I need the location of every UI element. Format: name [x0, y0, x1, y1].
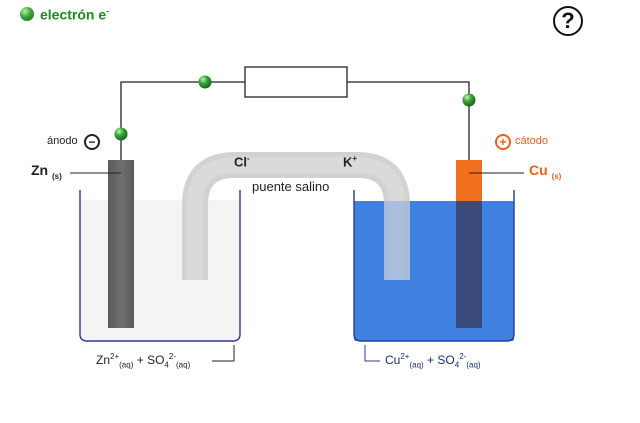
chloride-ion-label: Cl- — [234, 154, 250, 170]
copper-electrode-submerged — [456, 201, 482, 328]
copper-label: Cu (s) — [529, 162, 562, 181]
cathode-beaker — [353, 190, 515, 342]
potassium-ion-label: K+ — [343, 154, 358, 170]
resistor — [244, 66, 348, 98]
minus-sign-icon: − — [84, 134, 100, 150]
cathode-label: cátodo — [515, 135, 549, 147]
anode-solution-formula: Zn2+(aq) + SO42-(aq) — [96, 352, 191, 370]
anode-label: ánodo — [47, 135, 78, 147]
electron-ball — [114, 127, 128, 141]
zinc-sulfate-solution — [80, 200, 240, 340]
legend: electrón e- — [20, 5, 109, 23]
copper-sulfate-solution — [354, 201, 514, 341]
zinc-electrode — [108, 160, 134, 328]
salt-bridge-label: puente salino — [252, 179, 330, 194]
electron-ball — [462, 93, 476, 107]
cathode-solution-formula: Cu2+(aq) + SO42-(aq) — [385, 352, 481, 370]
anode-beaker — [79, 190, 241, 342]
legend-label: electrón e- — [40, 5, 110, 23]
copper-electrode-top — [456, 160, 482, 201]
electron-ball — [198, 75, 212, 89]
electron-icon — [20, 7, 34, 21]
zinc-label: Zn (s) — [31, 162, 62, 181]
plus-sign-icon: + — [495, 134, 511, 150]
help-button[interactable]: ? — [553, 6, 583, 36]
